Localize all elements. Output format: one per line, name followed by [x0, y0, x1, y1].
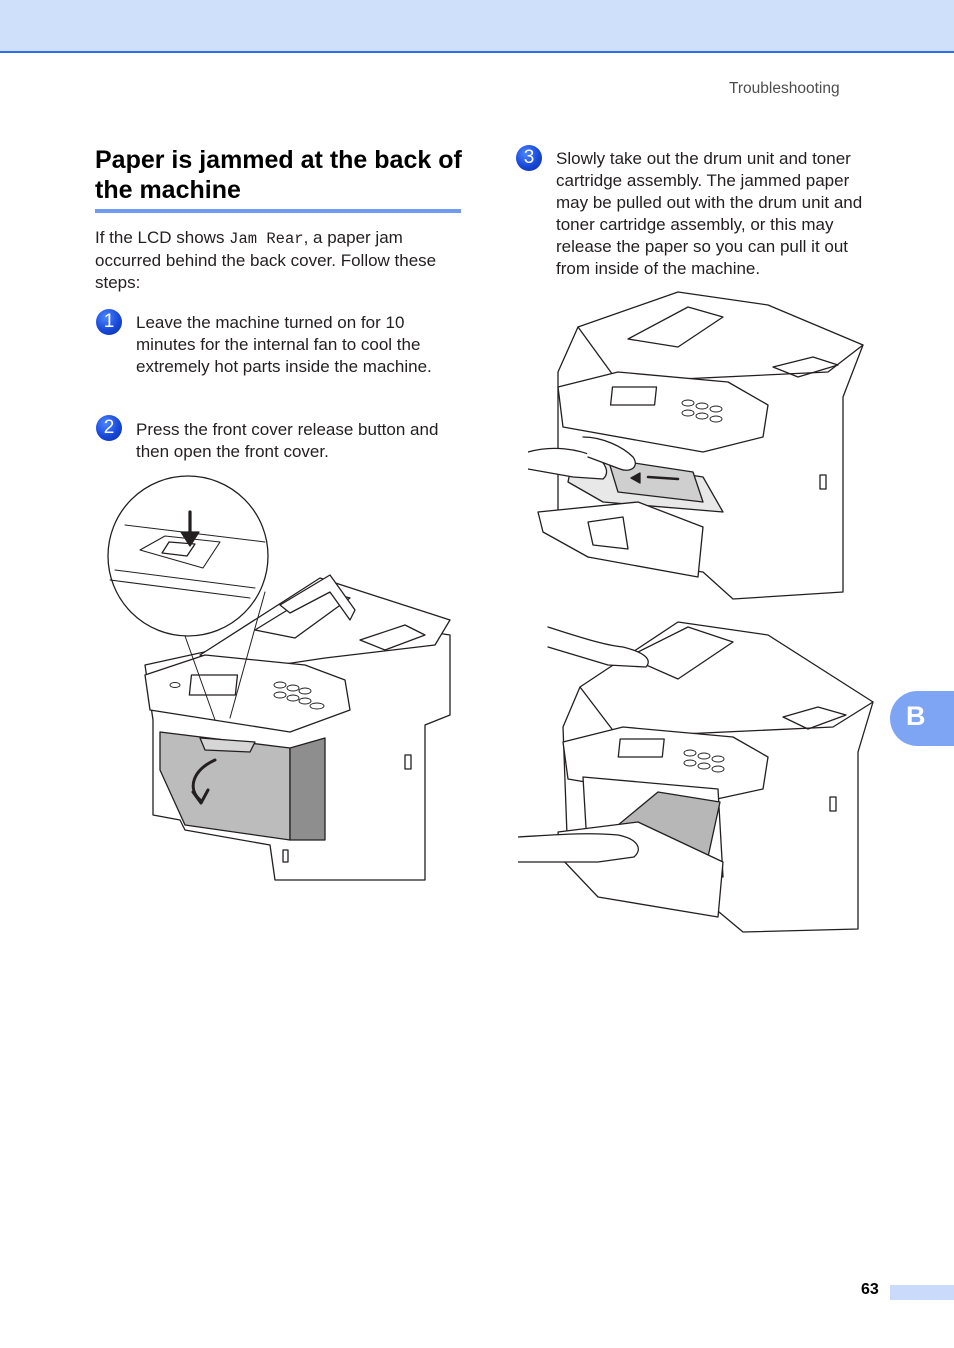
- running-title: Troubleshooting: [729, 80, 840, 97]
- page-number: 63: [861, 1281, 879, 1298]
- intro-text-start: If the LCD shows: [95, 228, 230, 247]
- chapter-tab: B: [890, 691, 954, 746]
- printer-front-cover-illustration: [107, 475, 451, 881]
- step-1-text: Leave the machine turned on for 10 minut…: [136, 313, 432, 376]
- chapter-tab-label: B: [906, 701, 926, 731]
- page-number-bar: [890, 1285, 954, 1300]
- lcd-message: Jam Rear: [229, 230, 304, 248]
- intro-paragraph: If the LCD shows Jam Rear, a paper jam o…: [95, 227, 465, 294]
- header-band: [0, 0, 954, 53]
- step-3-text: Slowly take out the drum unit and toner …: [556, 149, 863, 278]
- step-2-badge: 2: [96, 415, 122, 441]
- step-2-text: Press the front cover release button and…: [136, 420, 439, 461]
- title-rule: [95, 209, 461, 213]
- intro-text-end: , a paper jam occurred behind the back c…: [95, 228, 437, 292]
- step-3-badge: 3: [516, 145, 542, 171]
- drum-unit-removal-illustration: [528, 291, 864, 600]
- step-1-badge: 1: [96, 309, 122, 335]
- pull-jammed-paper-illustration: [518, 621, 874, 933]
- section-title: Paper is jammed at the back of the machi…: [95, 146, 462, 204]
